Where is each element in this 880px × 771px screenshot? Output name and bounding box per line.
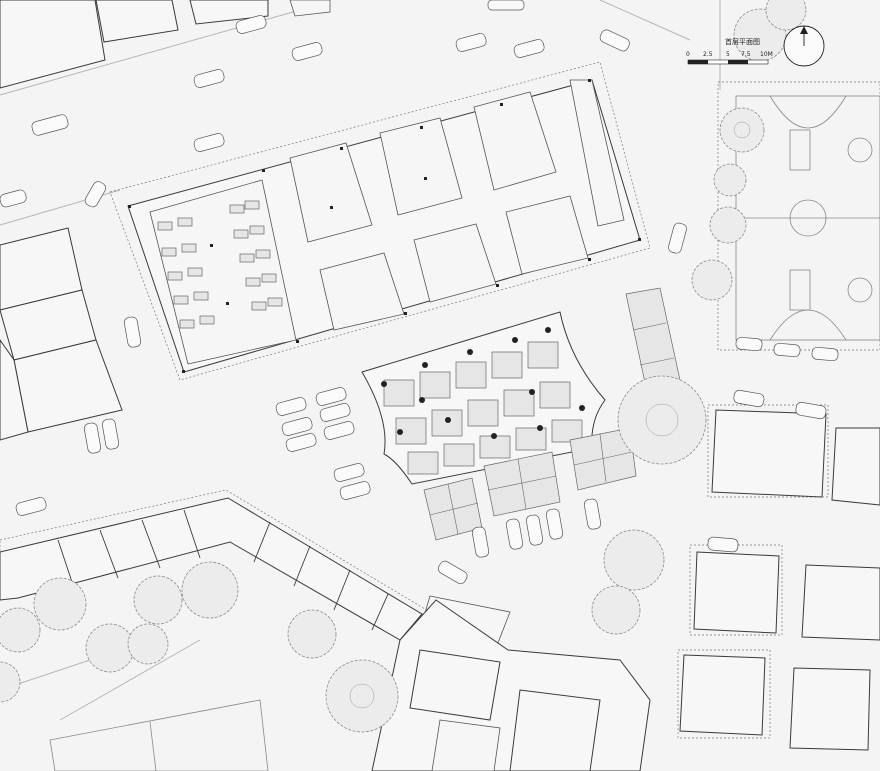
plan-title: 首层平面图 — [725, 37, 760, 46]
pavilion-grid — [383, 341, 583, 475]
hall-stalls-left — [157, 200, 283, 329]
context-buildings-top — [0, 0, 331, 89]
main-market-hall — [109, 61, 651, 381]
central-pavilion — [361, 311, 606, 485]
parked-cars — [0, 0, 839, 585]
bottom-courts — [49, 699, 269, 771]
scale-bar: 0 2.5 5 7.5 10M — [686, 51, 773, 65]
scale-label-2-5: 2.5 — [703, 51, 713, 58]
row-housing — [0, 489, 431, 641]
hall-columns — [128, 79, 641, 373]
context-buildings-bottom — [371, 595, 651, 771]
context-buildings-left — [0, 227, 123, 441]
title-block: 首层平面图 0 2.5 5 7.5 10M — [686, 25, 825, 67]
pavilion-columns — [381, 327, 585, 439]
north-arrow-icon — [783, 25, 825, 67]
scale-label-5: 5 — [726, 51, 730, 58]
scale-label-7-5: 7.5 — [741, 51, 751, 58]
trees — [0, 0, 807, 733]
scale-label-10m: 10M — [760, 51, 773, 58]
context-buildings-right — [677, 404, 880, 751]
scale-label-0: 0 — [686, 51, 690, 58]
